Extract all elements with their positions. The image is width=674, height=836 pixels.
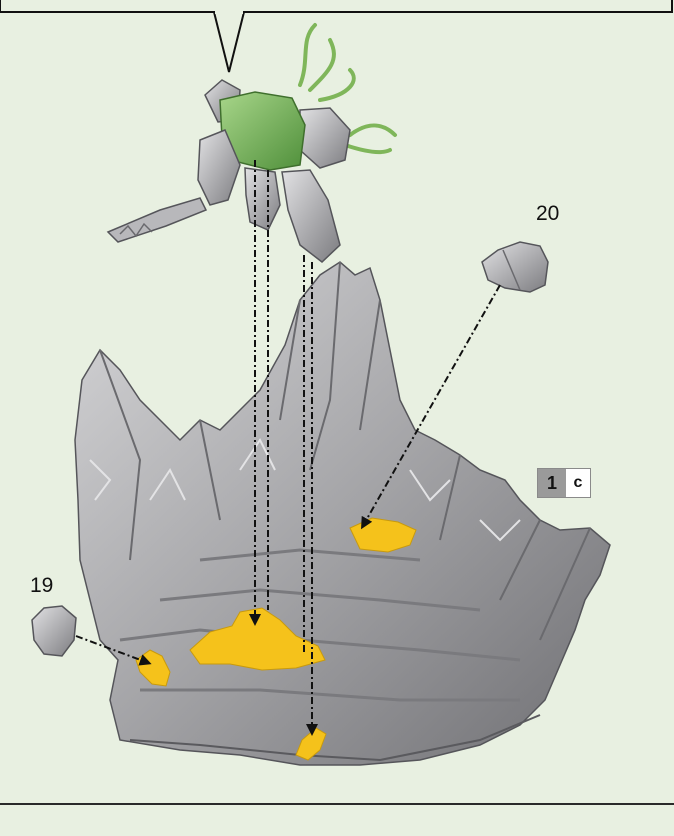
warrior-figure: [108, 25, 395, 262]
part-19-head: [32, 606, 76, 656]
step-number: 1: [538, 469, 566, 497]
part-number-19: 19: [30, 574, 53, 598]
rock-base: [75, 262, 610, 765]
step-sub-letter: c: [566, 469, 590, 497]
part-20-helmet: [482, 242, 548, 292]
bottom-divider: [0, 803, 674, 805]
part-number-20: 20: [536, 202, 559, 226]
callout-box: [0, 0, 672, 72]
step-badge: 1 c: [537, 468, 591, 498]
